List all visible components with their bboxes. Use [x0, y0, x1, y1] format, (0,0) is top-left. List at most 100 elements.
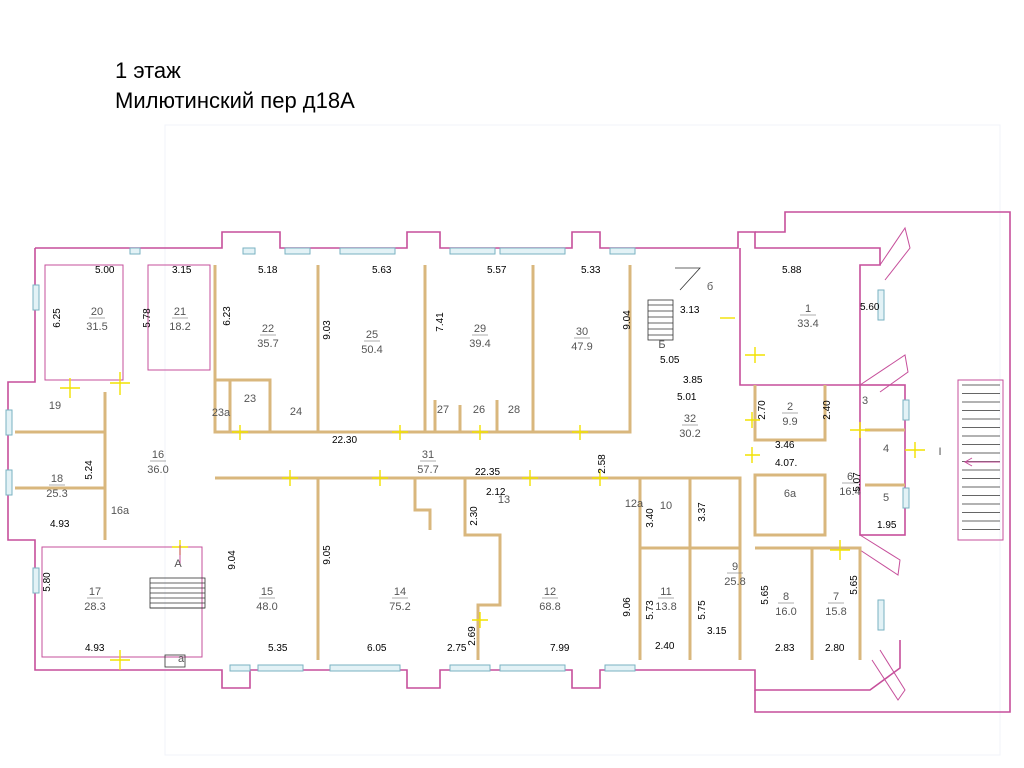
room-number: 25	[366, 329, 378, 341]
dimension-label: 9.04	[227, 550, 238, 570]
room-number: 32	[684, 413, 696, 425]
dimension-label: 5.75	[697, 600, 708, 620]
room-number: 12	[544, 586, 556, 598]
room-number: 13	[498, 494, 510, 506]
room-number: Б	[658, 339, 665, 351]
room-number: 12а	[625, 498, 644, 510]
room-number: I	[938, 446, 941, 458]
room-number: 3	[862, 395, 868, 407]
dimension-label: 3.46	[775, 440, 795, 451]
dimension-label: 5.24	[84, 460, 95, 480]
windows	[5, 247, 910, 672]
room-number: 11	[660, 586, 671, 598]
room-number: 23а	[212, 407, 231, 419]
dimension-label: 2.70	[757, 400, 768, 420]
room-area: 13.8	[655, 601, 676, 613]
entrance-arrow-icon	[963, 457, 1000, 467]
room-number: 10	[660, 500, 672, 512]
dimension-label: 22.35	[475, 467, 500, 478]
dimension-label: 9.04	[622, 310, 633, 330]
dimension-label: 2.80	[825, 643, 845, 654]
room-area: 57.7	[417, 464, 438, 476]
room-area: 68.8	[539, 601, 560, 613]
dimension-label: 3.85	[683, 375, 703, 386]
dimension-label: 7.99	[550, 643, 570, 654]
dimension-label: 6.05	[367, 643, 387, 654]
room-area: 30.2	[679, 428, 700, 440]
dimension-label: 3.13	[680, 305, 700, 316]
room-number: б	[707, 281, 713, 293]
dimension-label: 5.80	[42, 572, 53, 592]
dimension-label: 2.58	[597, 454, 608, 474]
room-number: 16а	[111, 505, 130, 517]
room-number: 15	[261, 586, 273, 598]
room-area: 39.4	[469, 338, 490, 350]
room-number: 26	[473, 404, 485, 416]
dimension-label: 2.69	[467, 626, 478, 646]
room-number: 14	[394, 586, 406, 598]
dimension-label: 5.60	[860, 302, 880, 313]
room-area: 18.2	[169, 321, 190, 333]
room-area: 25.3	[46, 488, 67, 500]
dimension-label: 2.75	[447, 643, 467, 654]
dimension-label: 5.18	[258, 265, 278, 276]
room-number: 23	[244, 393, 256, 405]
dimension-label: 5.57	[487, 265, 507, 276]
dimension-label: 22.30	[332, 435, 357, 446]
room-number: 30	[576, 326, 588, 338]
dimension-label: 5.63	[372, 265, 392, 276]
dimension-label: 5.05	[660, 355, 680, 366]
dimension-label: 3.15	[172, 265, 192, 276]
dimension-label: 9.06	[622, 597, 633, 617]
room-number: 9	[732, 561, 738, 573]
room-number: 4	[883, 443, 889, 455]
room-number: 29	[474, 323, 486, 335]
floor-title: 1 этаж	[115, 58, 181, 83]
room-number: 16	[152, 449, 164, 461]
dimension-label: 9.03	[322, 320, 333, 340]
dimension-label: 2.30	[469, 506, 480, 526]
room-number: 7	[833, 591, 839, 603]
room-number: 22	[262, 323, 274, 335]
room-area: 36.0	[147, 464, 168, 476]
dimension-label: 3.37	[697, 502, 708, 522]
room-number: 31	[422, 449, 434, 461]
room-area: 48.0	[256, 601, 277, 613]
dimension-label: 2.12	[486, 487, 506, 498]
room-number: 21	[174, 306, 186, 318]
room-number: а	[178, 653, 185, 665]
room-number: А	[174, 558, 182, 570]
dimension-label: 4.93	[85, 643, 105, 654]
room-area: 16.4	[839, 486, 860, 498]
room-area: 47.9	[571, 341, 592, 353]
room-number: 19	[49, 400, 61, 412]
room-area: 16.0	[775, 606, 796, 618]
dimension-label: 2.83	[775, 643, 795, 654]
room-area: 33.4	[797, 318, 818, 330]
dimension-label: 5.78	[142, 308, 153, 328]
room-area: 28.3	[84, 601, 105, 613]
dimension-label: 5.33	[581, 265, 601, 276]
dimension-label: 3.15	[707, 626, 727, 637]
room-number: 1	[805, 303, 811, 315]
dimension-label: 4.93	[50, 519, 70, 530]
dimension-label: 7.41	[435, 312, 446, 332]
dimension-label: 2.40	[655, 641, 675, 652]
room-number: 24	[290, 406, 302, 418]
room-number: 6	[847, 471, 853, 483]
room-number: 5	[883, 492, 889, 504]
room-number: 27	[437, 404, 449, 416]
dimension-label: 5.01	[677, 392, 697, 403]
room-area: 35.7	[257, 338, 278, 350]
room-area: 31.5	[86, 321, 107, 333]
room-number: 8	[783, 591, 789, 603]
room-area: 50.4	[361, 344, 382, 356]
dimension-label: 2.40	[822, 400, 833, 420]
room-number: 6а	[784, 488, 797, 500]
dimension-label: 5.88	[782, 265, 802, 276]
dimension-label: 6.23	[222, 306, 233, 326]
dimension-label: 5.07	[852, 472, 863, 492]
